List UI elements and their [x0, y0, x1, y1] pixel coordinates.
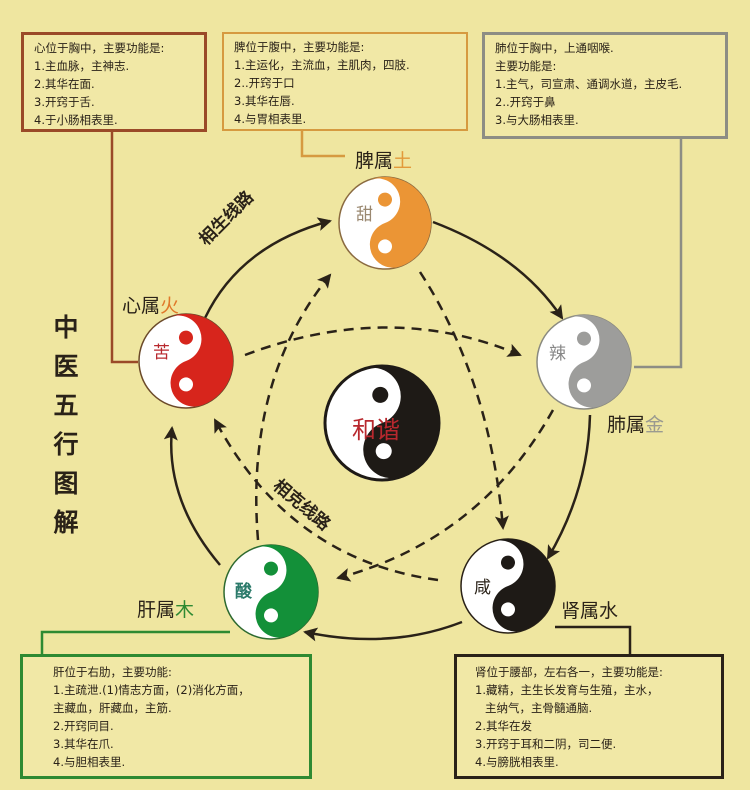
title-char: 中 [53, 313, 79, 342]
lung-info-line: 1.主气，司宣肃、通调水道，主皮毛. [495, 77, 683, 91]
organ-name: 肺属 [607, 414, 646, 436]
element-name: 木 [175, 599, 195, 621]
title-char: 图 [53, 469, 79, 498]
organ-name: 肾属 [561, 600, 600, 622]
liver-info-line: 2.开窍同目. [53, 719, 114, 733]
lung-info-line: 肺位于胸中，上通咽喉. [495, 41, 614, 55]
lung-element-label: 肺属金 [607, 410, 664, 437]
title-char: 行 [53, 430, 79, 459]
heart-info-line: 2.其华在面. [34, 77, 95, 91]
generating-arrow-fire-earth [203, 217, 332, 319]
element-name: 土 [393, 150, 413, 172]
generating-arrow-wood-fire [163, 426, 221, 566]
element-name: 火 [160, 295, 180, 317]
controlling-arrow-wood-earth [255, 273, 332, 541]
harmony-label: 和谐 [352, 416, 400, 444]
kidney-info-line: 3.开窍于耳和二阴，司二便. [475, 737, 617, 751]
lung-info-line: 主要功能是: [495, 59, 557, 73]
controlling-arrow-fire-metal [244, 326, 522, 357]
kidney-yinyang-icon [460, 538, 556, 634]
controlling-arrow-metal-wood [336, 409, 555, 582]
spleen-info-line: 1.主运化，主流血，主肌肉，四肢. [234, 58, 410, 72]
kidney-info-line: 肾位于腰部，左右各一，主要功能是: [475, 665, 663, 679]
heart-yinyang-icon [138, 313, 234, 409]
kidney-info-line: 主纳气，主骨髓通脑. [485, 701, 593, 715]
spleen-info-line: 3.其华在唇. [234, 94, 295, 108]
organ-name: 心属 [122, 295, 161, 317]
lung-info-line: 2..开窍于鼻 [495, 95, 556, 109]
lung-yinyang-icon [536, 314, 632, 410]
generating-arrow-earth-metal [432, 220, 564, 320]
liver-yinyang-icon [223, 544, 319, 640]
element-name: 水 [599, 600, 619, 622]
spleen-yinyang-icon [338, 176, 432, 270]
title-char: 医 [53, 352, 79, 381]
liver-info-line: 主藏血，肝藏血，主筋. [53, 701, 172, 715]
spleen-element-label: 脾属土 [355, 146, 412, 173]
spleen-info-line: 2..开窍于口 [234, 76, 295, 90]
liver-info-line: 4.与胆相表里. [53, 755, 126, 769]
kidney-connector-line [555, 625, 632, 654]
heart-taste-label: 苦 [153, 343, 170, 363]
spleen-info-box: 脾位于腹中，主要功能是: 1.主运化，主流血，主肌肉，四肢. 2..开窍于口 3… [222, 32, 468, 131]
title-char: 五 [53, 391, 79, 420]
organ-name: 脾属 [355, 150, 394, 172]
lung-connector-line [634, 139, 683, 369]
kidney-info-box: 肾位于腰部，左右各一，主要功能是: 1.藏精，主生长发育与生殖，主水， 主纳气，… [454, 654, 724, 779]
kidney-info-line: 2.其华在发 [475, 719, 532, 733]
liver-info-line: 3.其华在爪. [53, 737, 114, 751]
heart-info-box: 心位于胸中，主要功能是: 1.主血脉，主神志. 2.其华在面. 3.开窍于舌. … [21, 32, 207, 132]
kidney-info-line: 1.藏精，主生长发育与生殖，主水， [475, 683, 659, 697]
heart-element-label: 心属火 [122, 291, 179, 318]
page-title: 中 医 五 行 图 解 [48, 308, 84, 542]
liver-taste-label: 酸 [235, 582, 252, 602]
kidney-element-label: 肾属水 [561, 596, 618, 623]
generating-arrow-water-wood [303, 620, 463, 642]
heart-info-line: 4.于小肠相表里. [34, 113, 118, 127]
heart-connector-line [110, 132, 138, 364]
spleen-taste-label: 甜 [356, 205, 373, 225]
heart-info-line: 心位于胸中，主要功能是: [34, 41, 165, 55]
controlling-arrow-water-fire [213, 418, 439, 582]
liver-connector-line [40, 630, 230, 654]
liver-info-box: 肝位于右肋，主要功能: 1.主疏泄.(1)情志方面，(2)消化方面， 主藏血，肝… [20, 654, 312, 779]
liver-info-line: 肝位于右肋，主要功能: [53, 665, 172, 679]
spleen-info-line: 4.与胃相表里. [234, 112, 307, 126]
lung-taste-label: 辣 [549, 344, 566, 364]
lung-info-line: 3.与大肠相表里. [495, 113, 579, 127]
heart-info-line: 1.主血脉，主神志. [34, 59, 130, 73]
liver-info-line: 1.主疏泄.(1)情志方面，(2)消化方面， [53, 683, 250, 697]
spleen-info-line: 脾位于腹中，主要功能是: [234, 40, 365, 54]
spleen-connector-line [300, 131, 345, 158]
kidney-taste-label: 咸 [474, 578, 491, 598]
harmony-yinyang-icon [323, 364, 441, 482]
heart-info-line: 3.开窍于舌. [34, 95, 95, 109]
generating-arrow-metal-water [546, 414, 592, 560]
organ-name: 肝属 [137, 599, 176, 621]
liver-element-label: 肝属木 [137, 595, 194, 622]
kidney-info-line: 4.与膀胱相表里. [475, 755, 559, 769]
title-char: 解 [53, 508, 79, 537]
element-name: 金 [645, 414, 665, 436]
lung-info-box: 肺位于胸中，上通咽喉. 主要功能是: 1.主气，司宣肃、通调水道，主皮毛. 2.… [482, 32, 728, 139]
